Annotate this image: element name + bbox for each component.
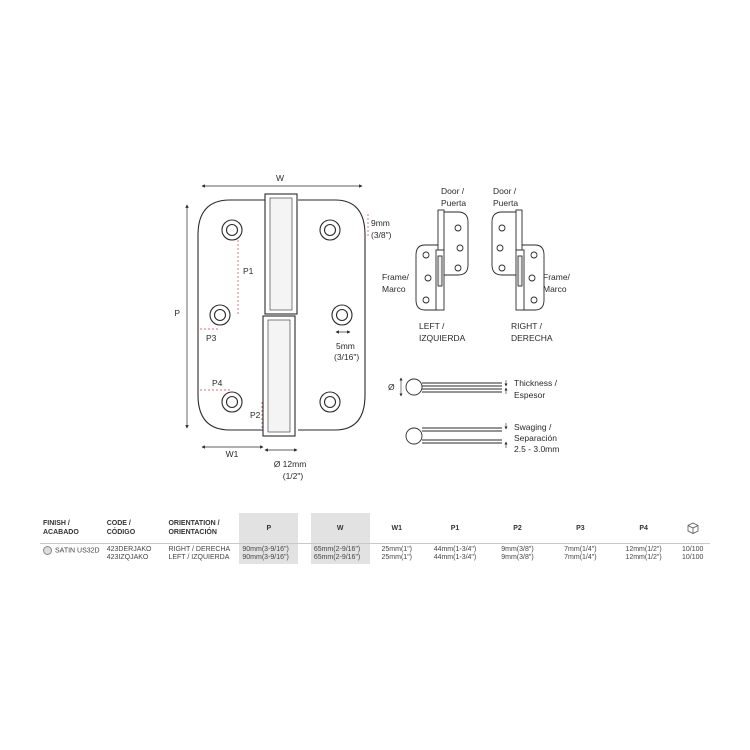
label-12mm-inch: (1/2") <box>283 471 304 481</box>
hinge-left-leaf <box>197 199 268 431</box>
cell-orientation: RIGHT / DERECHA LEFT / IZQUIERDA <box>168 546 231 561</box>
diameter-symbol: Ø <box>388 382 395 392</box>
thickness-side-view <box>399 377 508 397</box>
hinge-technical-drawing: W P P1 P2 P3 P4 W1 9mm (3/8") 5mm (3/16"… <box>174 173 571 481</box>
left-orientation-labels: Door / Puerta Frame/ Marco LEFT / IZQUIE… <box>382 186 466 343</box>
finish-text: SATIN US32D <box>55 547 100 555</box>
side-view-labels: Ø Thickness / Espesor Swaging / Separaci… <box>388 378 559 454</box>
cell-p2: 9mm(3/8") 9mm(3/8") <box>501 546 534 561</box>
left-orientation-title: LEFT / <box>419 321 445 331</box>
label-5mm-inch: (3/16") <box>334 352 359 362</box>
swaging-label: Swaging / <box>514 422 552 432</box>
header-finish: FINISH / ACABADO <box>40 513 104 544</box>
label-p4: P4 <box>212 378 223 388</box>
main-hinge-labels: W P P1 P2 P3 P4 W1 9mm (3/8") 5mm (3/16"… <box>174 173 391 481</box>
header-p: P <box>239 513 299 544</box>
cell-w: 65mm(2-9/16") 65mm(2-9/16") <box>310 543 370 564</box>
cell-p3: 7mm(1/4") 7mm(1/4") <box>564 546 597 561</box>
label-5mm: 5mm <box>336 341 355 351</box>
left-frame-label: Frame/ <box>382 272 410 282</box>
label-p: P <box>174 308 180 318</box>
cell-p1: 44mm(1-3/4") 44mm(1-3/4") <box>433 546 477 561</box>
table-row: SATIN US32D 423DERJAKO 423IZQJAKO RIGHT … <box>40 543 710 565</box>
main-hinge-dimensions <box>185 184 369 452</box>
label-9mm-inch: (3/8") <box>371 230 392 240</box>
label-p1: P1 <box>243 266 254 276</box>
label-w: W <box>276 173 284 183</box>
header-pack <box>675 513 710 544</box>
right-door-label-es: Puerta <box>493 198 518 208</box>
swaging-label-es: Separación <box>514 433 557 443</box>
label-w1: W1 <box>226 449 239 459</box>
cell-p: 90mm(3-9/16") 90mm(3-9/16") <box>239 543 299 564</box>
left-door-label-es: Puerta <box>441 198 466 208</box>
left-frame-label-es: Marco <box>382 284 406 294</box>
right-orientation-title: RIGHT / <box>511 321 543 331</box>
left-orientation-title-es: IZQUIERDA <box>419 333 466 343</box>
cell-finish: SATIN US32D <box>40 544 104 565</box>
header-p2: P2 <box>486 513 549 544</box>
thickness-label-es: Espesor <box>514 390 545 400</box>
label-p3: P3 <box>206 333 217 343</box>
spec-table: FINISH / ACABADO CODE / CÓDIGO ORIENTATI… <box>40 513 710 564</box>
thickness-label: Thickness / <box>514 378 558 388</box>
right-orientation-title-es: DERECHA <box>511 333 553 343</box>
label-9mm: 9mm <box>371 218 390 228</box>
cell-p4: 12mm(1/2") 12mm(1/2") <box>625 546 662 561</box>
label-12mm: Ø 12mm <box>274 459 307 469</box>
header-w: W <box>310 513 370 544</box>
right-orientation-labels: Door / Puerta Frame/ Marco RIGHT / DEREC… <box>493 186 571 343</box>
label-p2: P2 <box>250 410 261 420</box>
finish-swatch-icon <box>43 546 52 555</box>
left-door-label: Door / <box>441 186 465 196</box>
cell-pack: 10/100 10/100 <box>681 546 704 561</box>
swaging-range: 2.5 - 3.0mm <box>514 444 559 454</box>
swaging-side-view <box>405 423 508 448</box>
header-gap <box>298 513 311 544</box>
header-orientation: ORIENTATION / ORIENTACIÓN <box>165 513 240 544</box>
right-frame-label: Frame/ <box>543 272 571 282</box>
cell-gap <box>298 544 311 565</box>
spec-table-header: FINISH / ACABADO CODE / CÓDIGO ORIENTATI… <box>40 513 710 544</box>
main-hinge-front-view <box>197 193 366 437</box>
left-orientation-hinge <box>415 209 469 311</box>
cell-code: 423DERJAKO 423IZQJAKO <box>106 546 152 561</box>
box-icon <box>687 522 699 534</box>
right-orientation-hinge <box>491 209 545 311</box>
header-code: CODE / CÓDIGO <box>103 513 166 544</box>
header-p3: P3 <box>548 513 612 544</box>
right-door-label: Door / <box>493 186 517 196</box>
header-p4: P4 <box>611 513 676 544</box>
right-frame-label-es: Marco <box>543 284 567 294</box>
cell-w1: 25mm(1") 25mm(1") <box>381 546 413 561</box>
hinge-right-leaf <box>298 199 366 431</box>
header-p1: P1 <box>423 513 487 544</box>
screw-holes <box>209 219 353 413</box>
header-w1: W1 <box>369 513 424 544</box>
